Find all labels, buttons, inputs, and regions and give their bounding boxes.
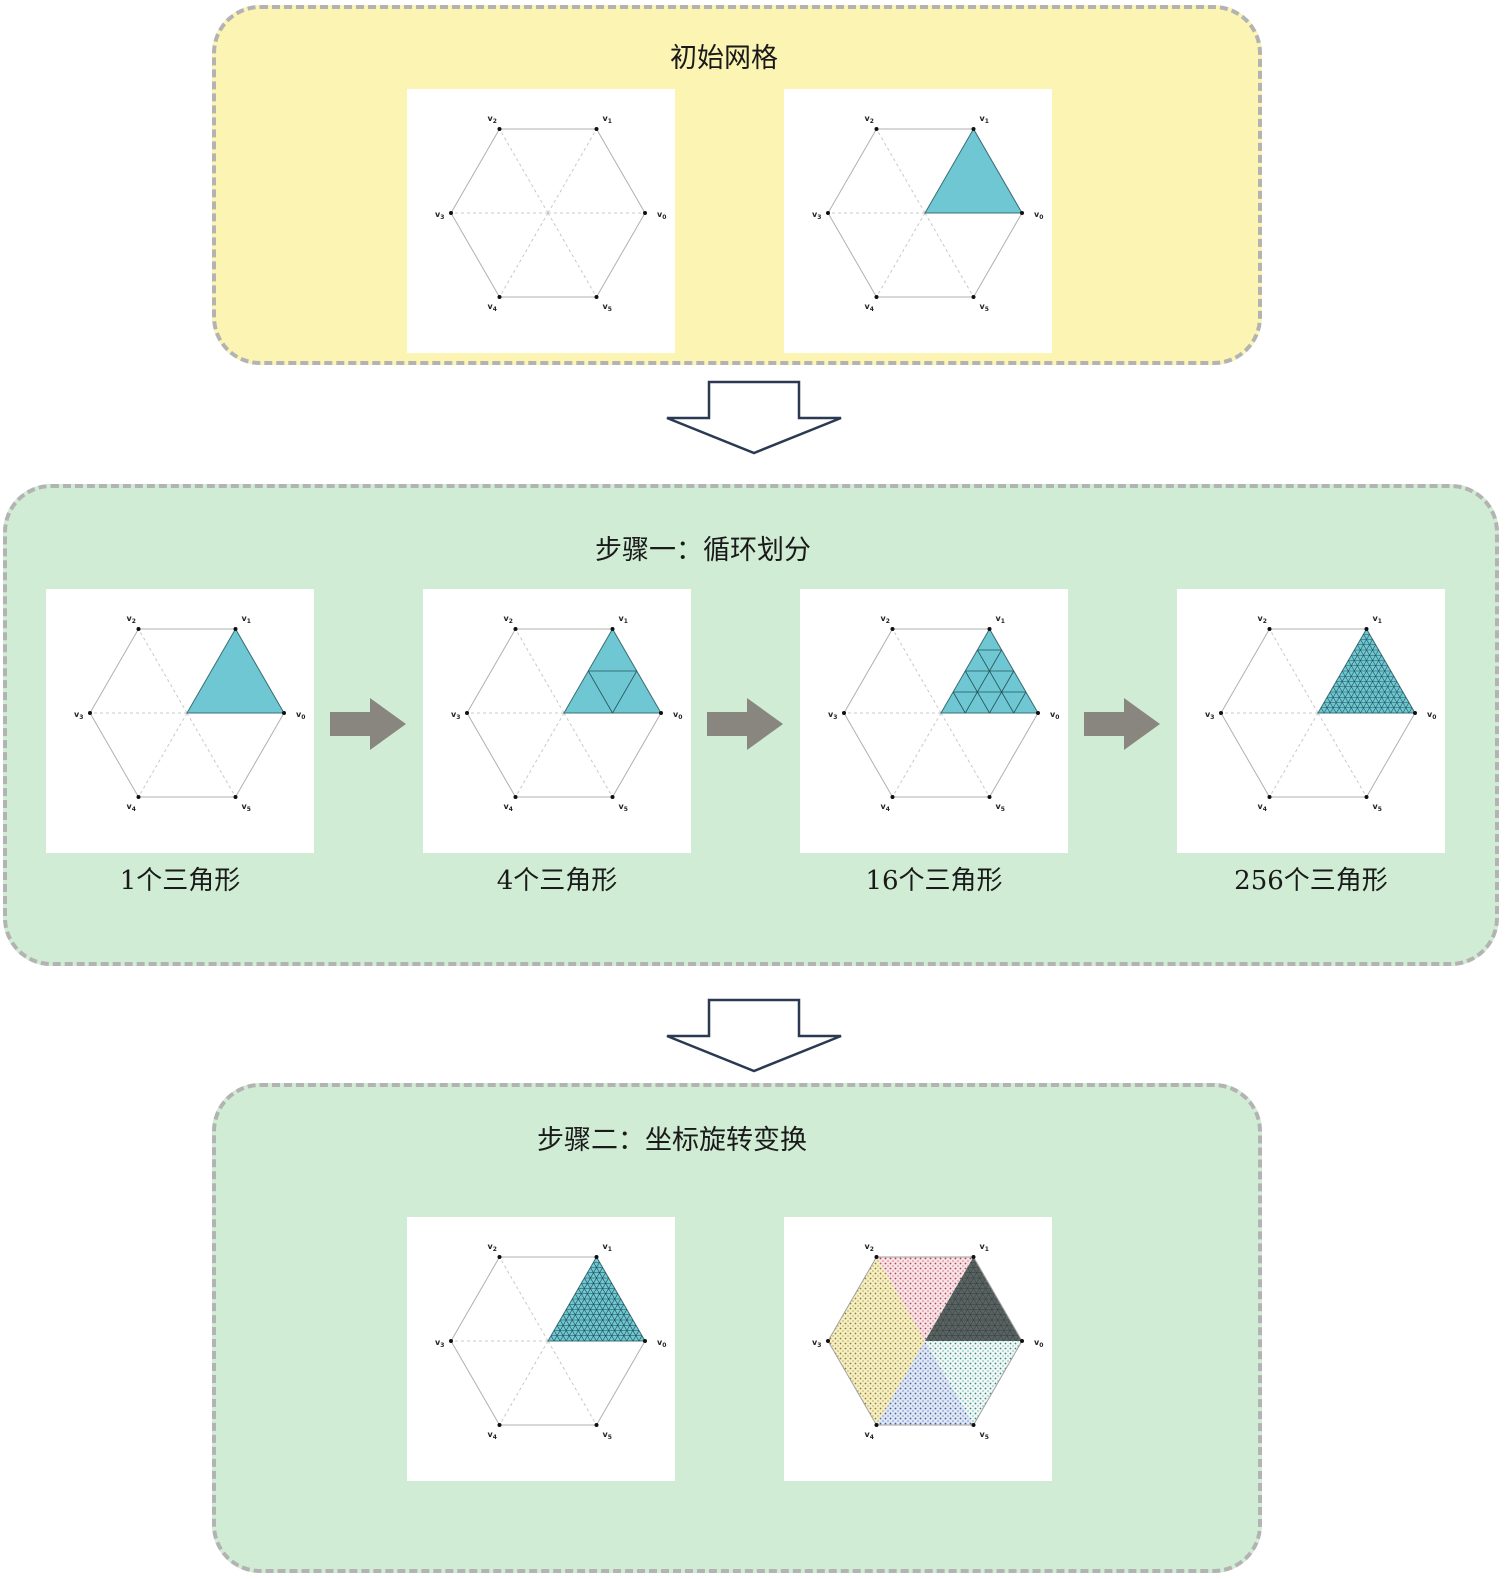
vertex-label-v0: v0	[1034, 210, 1043, 221]
initial-mesh-panel	[212, 5, 1262, 365]
vertex-label-v2: v2	[865, 114, 874, 125]
subdivision-level-3-card: v0 v1 v2 v3 v4 v5	[800, 589, 1068, 853]
vertex-label-v1: v1	[980, 1242, 989, 1253]
vertex-label-v5: v5	[980, 1430, 989, 1441]
vertex-label-v4: v4	[127, 802, 136, 813]
caption-1-triangle: 1个三角形	[119, 866, 241, 896]
vertex-label-v2: v2	[865, 1242, 874, 1253]
hexagon-plain-card: v0 v1 v2 v3 v4 v5	[407, 89, 675, 353]
vertex-label-v4: v4	[488, 302, 497, 313]
hexagon-plain-figure: v0 v1 v2 v3 v4 v5	[435, 114, 666, 313]
subdivision-level-1-card: v0 v1 v2 v3 v4 v5	[46, 589, 314, 853]
subdivision-level-2-card: v0 v1 v2 v3 v4 v5	[423, 589, 691, 853]
vertex-label-v4: v4	[881, 802, 890, 813]
vertex-label-v0: v0	[1034, 1338, 1043, 1349]
hexagon-one-triangle-figure: v0 v1 v2 v3 v4 v5	[812, 114, 1043, 313]
step-two-title: 步骤二：坐标旋转变换	[537, 1125, 807, 1156]
vertex-label-v3: v3	[435, 1338, 444, 1349]
vertex-label-v0: v0	[1427, 710, 1436, 721]
step-one-title: 步骤一：循环划分	[595, 535, 811, 566]
vertex-label-v3: v3	[435, 210, 444, 221]
vertex-label-v3: v3	[74, 710, 83, 721]
vertex-label-v5: v5	[603, 1430, 612, 1441]
vertex-label-v4: v4	[865, 302, 874, 313]
vertex-label-v5: v5	[619, 802, 628, 813]
vertex-label-v0: v0	[296, 710, 305, 721]
vertex-label-v5: v5	[980, 302, 989, 313]
rotated-full-hexagon-card: v0 v1 v2 v3 v4 v5	[784, 1217, 1052, 1481]
step-arrow-1	[330, 698, 406, 750]
hexagon-one-triangle-card: v0 v1 v2 v3 v4 v5	[784, 89, 1052, 353]
flow-down-arrow-1	[666, 380, 842, 455]
vertex-label-v0: v0	[657, 1338, 666, 1349]
subdivision-level-1-figure: v0 v1 v2 v3 v4 v5	[74, 614, 305, 813]
subdivision-level-4-figure: v0 v1 v2 v3 v4 v5	[1205, 614, 1436, 813]
vertex-label-v2: v2	[488, 114, 497, 125]
vertex-label-v5: v5	[996, 802, 1005, 813]
dense-triangle-figure: v0 v1 v2 v3 v4 v5	[435, 1242, 666, 1441]
dense-triangle-card: v0 v1 v2 v3 v4 v5	[407, 1217, 675, 1481]
vertex-label-v1: v1	[980, 114, 989, 125]
vertex-label-v1: v1	[996, 614, 1005, 625]
vertex-label-v3: v3	[812, 210, 821, 221]
vertex-label-v3: v3	[451, 710, 460, 721]
vertex-label-v4: v4	[865, 1430, 874, 1441]
vertex-label-v5: v5	[1373, 802, 1382, 813]
vertex-label-v0: v0	[673, 710, 682, 721]
vertex-label-v4: v4	[488, 1430, 497, 1441]
vertex-label-v2: v2	[127, 614, 136, 625]
subdivision-level-4-card: v0 v1 v2 v3 v4 v5	[1177, 589, 1445, 853]
rotated-full-hexagon-figure: v0 v1 v2 v3 v4 v5	[812, 1242, 1043, 1441]
vertex-label-v1: v1	[603, 1242, 612, 1253]
vertex-label-v3: v3	[1205, 710, 1214, 721]
vertex-label-v2: v2	[504, 614, 513, 625]
caption-16-triangles: 16个三角形	[865, 866, 1003, 896]
caption-4-triangles: 4个三角形	[496, 866, 618, 896]
vertex-label-v1: v1	[242, 614, 251, 625]
caption-256-triangles: 256个三角形	[1234, 866, 1388, 896]
vertex-label-v1: v1	[603, 114, 612, 125]
flow-down-arrow-2	[666, 998, 842, 1073]
subdivision-level-3-figure: v0 v1 v2 v3 v4 v5	[828, 614, 1059, 813]
step-arrow-3	[1084, 698, 1160, 750]
vertex-label-v3: v3	[812, 1338, 821, 1349]
vertex-label-v2: v2	[881, 614, 890, 625]
vertex-label-v4: v4	[1258, 802, 1267, 813]
initial-mesh-title: 初始网格	[670, 43, 778, 74]
vertex-label-v4: v4	[504, 802, 513, 813]
vertex-label-v2: v2	[1258, 614, 1267, 625]
vertex-label-v1: v1	[1373, 614, 1382, 625]
vertex-label-v3: v3	[828, 710, 837, 721]
step-two-panel	[212, 1083, 1262, 1573]
vertex-label-v5: v5	[603, 302, 612, 313]
step-arrow-2	[707, 698, 783, 750]
vertex-label-v5: v5	[242, 802, 251, 813]
vertex-label-v0: v0	[1050, 710, 1059, 721]
vertex-label-v1: v1	[619, 614, 628, 625]
vertex-label-v0: v0	[657, 210, 666, 221]
vertex-label-v2: v2	[488, 1242, 497, 1253]
subdivision-level-2-figure: v0 v1 v2 v3 v4 v5	[451, 614, 682, 813]
